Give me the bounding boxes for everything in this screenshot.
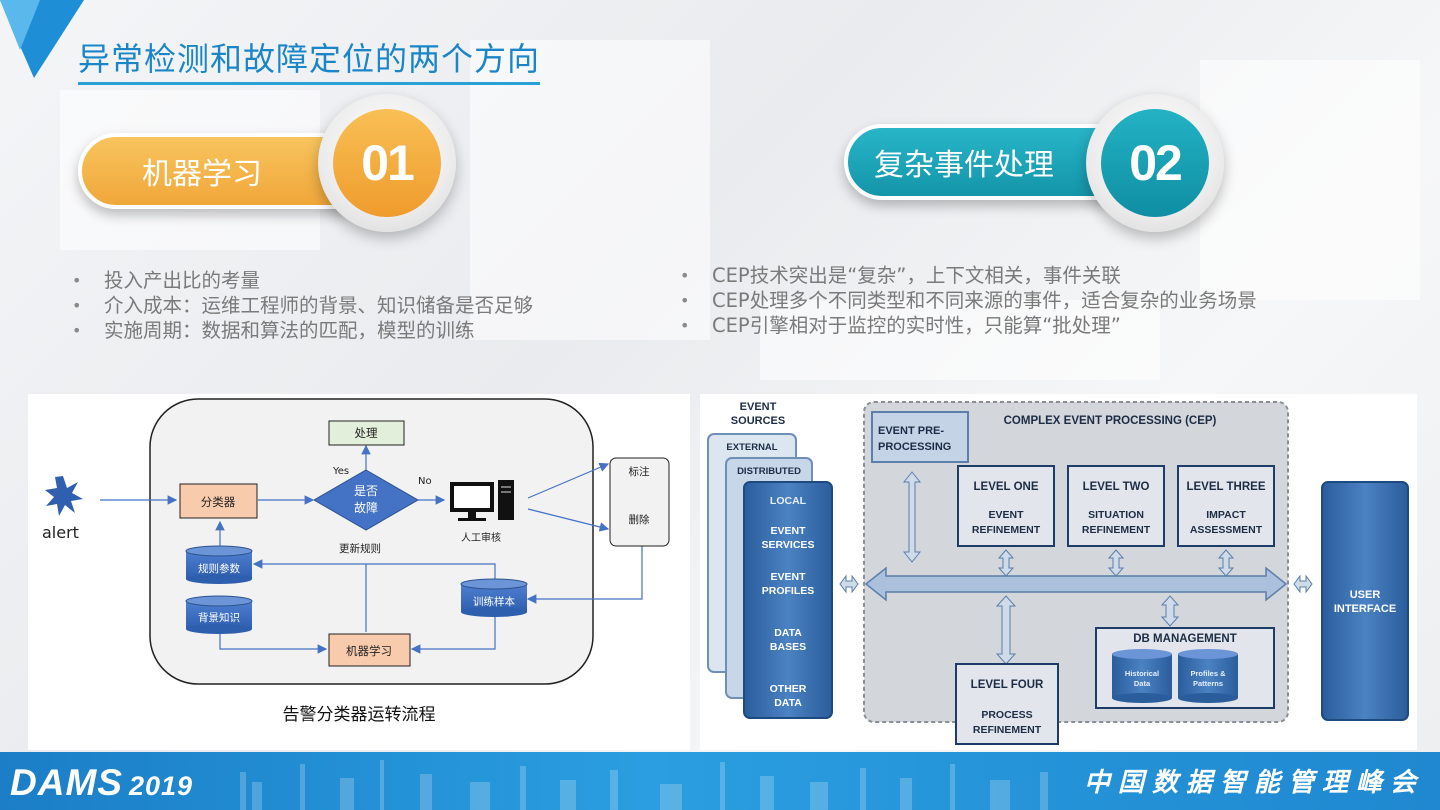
bullet-item: CEP处理多个不同类型和不同来源的事件，适合复杂的业务场景 — [680, 288, 1257, 313]
badge-number: 01 — [333, 109, 441, 217]
level-two-title: LEVEL TWO — [1083, 481, 1150, 493]
level-one-line3: REFINEMENT — [972, 524, 1041, 536]
user-interface-box — [1321, 481, 1409, 721]
number-circle-01: 01 — [318, 94, 456, 232]
computer-icon — [450, 480, 514, 521]
background-knowledge-label: 背景知识 — [198, 611, 240, 624]
bullet-item: 实施周期：数据和算法的匹配，模型的训练 — [72, 318, 533, 343]
level-one-title: LEVEL ONE — [974, 481, 1039, 493]
badge-label: 机器学习 — [142, 157, 262, 192]
db-management-title: DB MANAGEMENT — [1133, 633, 1237, 645]
rule-params-cylinder: 规则参数 — [185, 545, 253, 584]
data-bases-line2: BASES — [770, 641, 806, 653]
event-bus — [864, 566, 1288, 602]
handle-box — [328, 420, 405, 446]
local-label: LOCAL — [770, 495, 807, 507]
level-two-box — [1067, 465, 1165, 547]
user-interface-line1: USER — [1350, 589, 1381, 601]
level-three-line3: ASSESSMENT — [1190, 524, 1263, 536]
local-layer — [743, 481, 833, 719]
brand-year: 2019 — [128, 771, 194, 801]
preprocessing-box — [871, 411, 969, 463]
ml-bullet-list: 投入产出比的考量 介入成本：运维工程师的背景、知识储备是否足够 实施周期：数据和… — [72, 268, 533, 343]
level-four-line3: REFINEMENT — [973, 724, 1042, 736]
training-samples-cylinder: 训练样本 — [460, 578, 528, 617]
event-profiles-line2: PROFILES — [762, 585, 815, 597]
bullet-item: 介入成本：运维工程师的背景、知识储备是否足够 — [72, 293, 533, 318]
event-services-line2: SERVICES — [762, 539, 815, 551]
profiles-patterns-line1: Profiles & — [1190, 669, 1226, 678]
level-four-line2: PROCESS — [981, 709, 1032, 721]
brand-name: DAMS — [10, 762, 123, 803]
corner-triangle-logo — [0, 0, 84, 78]
summit-name: 中国数据智能管理峰会 — [1083, 768, 1424, 798]
level-one-line2: EVENT — [988, 509, 1024, 521]
cep-architecture-diagram: EVENT SOURCES EXTERNAL DISTRIBUTED LOCAL… — [700, 394, 1417, 750]
alert-label: alert — [42, 523, 79, 542]
other-data-line2: DATA — [774, 697, 802, 709]
tag-delete-box — [609, 457, 670, 547]
event-services-line1: EVENT — [770, 525, 806, 537]
other-data-line1: OTHER — [770, 683, 807, 695]
user-interface-line2: INTERFACE — [1334, 603, 1396, 615]
background-knowledge-cylinder: 背景知识 — [185, 595, 253, 634]
classifier-box — [179, 483, 258, 519]
machine-learning-label: 机器学习 — [346, 644, 392, 658]
profiles-patterns-line2: Patterns — [1193, 679, 1223, 688]
data-bases-line1: DATA — [774, 627, 802, 639]
city-skyline-decoration — [240, 760, 1048, 810]
number-circle-02: 02 — [1086, 94, 1224, 232]
badge-label: 复杂事件处理 — [874, 148, 1054, 183]
alert-classifier-flowchart: alert 分类器 处理 是否 故障 Yes No — [28, 394, 690, 750]
no-label: No — [418, 476, 432, 487]
level-two-line3: REFINEMENT — [1082, 524, 1151, 536]
historical-data-line1: Historical — [1125, 669, 1159, 678]
machine-learning-box — [328, 633, 411, 667]
badge-number: 02 — [1101, 109, 1209, 217]
training-samples-label: 训练样本 — [473, 595, 515, 608]
level-three-line2: IMPACT — [1206, 509, 1246, 521]
background-tile — [1200, 60, 1420, 300]
update-rules-label: 更新规则 — [339, 542, 381, 555]
handle-label: 处理 — [355, 426, 378, 440]
decision-line1: 是否 — [354, 484, 378, 498]
cep-title: COMPLEX EVENT PROCESSING (CEP) — [1004, 415, 1217, 427]
event-sources-line2: SOURCES — [731, 415, 785, 427]
decision-diamond — [312, 469, 420, 531]
level-four-title: LEVEL FOUR — [971, 679, 1044, 691]
page-title: 异常检测和故障定位的两个方向 — [78, 34, 541, 85]
event-profiles-line1: EVENT — [770, 571, 806, 583]
decision-line2: 故障 — [354, 500, 378, 515]
external-label: EXTERNAL — [726, 442, 777, 453]
bullet-item: CEP引擎相对于监控的实时性，只能算“批处理” — [680, 313, 1257, 338]
level-three-title: LEVEL THREE — [1186, 481, 1265, 493]
delete-label: 删除 — [629, 513, 650, 526]
event-sources-line1: EVENT — [740, 401, 777, 413]
classifier-label: 分类器 — [201, 495, 236, 509]
preprocessing-line2: PROCESSING — [878, 441, 951, 453]
flowchart-caption: 告警分类器运转流程 — [283, 705, 436, 725]
rule-params-label: 规则参数 — [198, 562, 240, 575]
level-three-box — [1177, 465, 1275, 547]
manual-review-label: 人工审核 — [461, 531, 501, 544]
alert-starburst-icon — [45, 476, 83, 516]
level-four-box — [955, 663, 1059, 745]
level-one-box — [957, 465, 1055, 547]
historical-data-line2: Data — [1134, 679, 1151, 688]
profiles-patterns-cylinder: Profiles & Patterns — [1178, 649, 1238, 703]
preprocessing-line1: EVENT PRE- — [878, 425, 944, 437]
yes-label: Yes — [332, 466, 349, 477]
cep-bullet-list: CEP技术突出是“复杂”，上下文相关，事件关联 CEP处理多个不同类型和不同来源… — [680, 263, 1257, 338]
historical-data-cylinder: Historical Data — [1112, 649, 1172, 703]
bullet-item: 投入产出比的考量 — [72, 268, 533, 293]
tag-label: 标注 — [629, 465, 650, 478]
distributed-label: DISTRIBUTED — [737, 466, 801, 477]
level-two-line2: SITUATION — [1088, 509, 1144, 521]
bullet-item: CEP技术突出是“复杂”，上下文相关，事件关联 — [680, 263, 1257, 288]
